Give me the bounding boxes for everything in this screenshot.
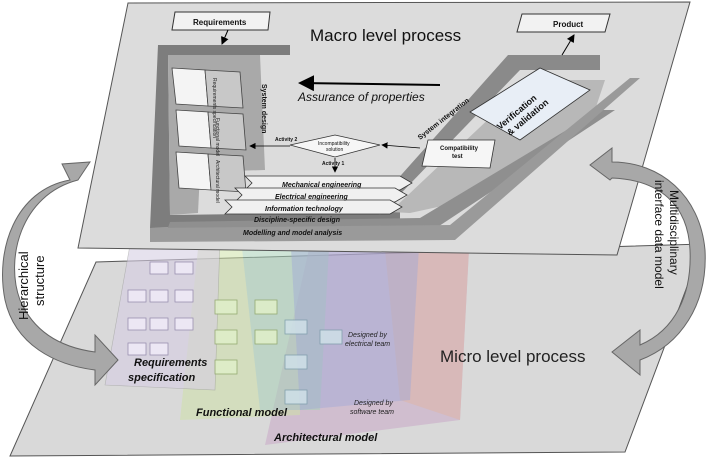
doc-stack xyxy=(171,67,247,193)
macro-level-title: Macro level process xyxy=(310,26,461,45)
requirements-spec-label-2: specification xyxy=(128,372,196,384)
hierarchical-label-2: structure xyxy=(32,255,47,306)
designed-software-1: Designed by xyxy=(354,400,393,407)
system-design-label: System design xyxy=(260,84,267,133)
incompatibility-label-1: Incompatibility xyxy=(318,141,350,147)
software-electrical-volume xyxy=(290,230,420,410)
doc-functional: Functional model xyxy=(214,118,220,156)
hierarchical-arrow xyxy=(2,161,119,387)
compatibility-label-2: test xyxy=(452,154,463,160)
designed-software-2: software team xyxy=(350,409,394,416)
requirements-box xyxy=(171,11,271,31)
architectural-model-label: Architectural model xyxy=(273,432,378,444)
discipline-electrical: Electrical engineering xyxy=(275,194,348,201)
hierarchical-label-1: Hierarchical xyxy=(16,251,31,320)
compatibility-label-1: Compatibility xyxy=(440,146,479,152)
verification-box xyxy=(469,67,591,141)
product-box xyxy=(516,13,611,33)
product-label: Product xyxy=(553,20,584,29)
assurance-arrow xyxy=(298,75,441,92)
doc-architectural: Architectural model xyxy=(214,160,220,203)
activity-2-label: Activity 2 xyxy=(275,137,297,143)
requirements-spec-label-1: Requirements xyxy=(134,357,207,369)
requirements-boxes xyxy=(127,261,194,356)
functional-boxes xyxy=(214,299,278,375)
incompatibility-label-2: solution xyxy=(326,147,343,153)
interface-data-arrow xyxy=(589,146,706,377)
interface-label-1: Multidisciplinary xyxy=(667,190,681,275)
assurance-label: Assurance of properties xyxy=(297,90,425,104)
discipline-arrows xyxy=(224,175,413,215)
micro-level-title: Micro level process xyxy=(440,347,586,366)
doc-req-spec: Requirements specification xyxy=(211,78,217,138)
incompatibility-diamond xyxy=(289,134,381,158)
activity-1-label: Activity 1 xyxy=(322,161,344,167)
discipline-mechanical: Mechanical engineering xyxy=(282,182,362,189)
requirements-label: Requirements xyxy=(193,18,247,27)
modelling-label: Modelling and model analysis xyxy=(243,230,342,237)
compatibility-box xyxy=(421,139,496,169)
designed-electrical-1: Designed by xyxy=(348,332,387,339)
discipline-it: Information technology xyxy=(265,206,344,213)
functional-model-label: Functional model xyxy=(196,407,288,419)
designed-electrical-2: electrical team xyxy=(345,341,390,348)
discipline-specific-label: Discipline-specific design xyxy=(254,217,340,224)
architectural-boxes xyxy=(284,319,343,405)
interface-label-2: interface data model xyxy=(652,180,666,289)
